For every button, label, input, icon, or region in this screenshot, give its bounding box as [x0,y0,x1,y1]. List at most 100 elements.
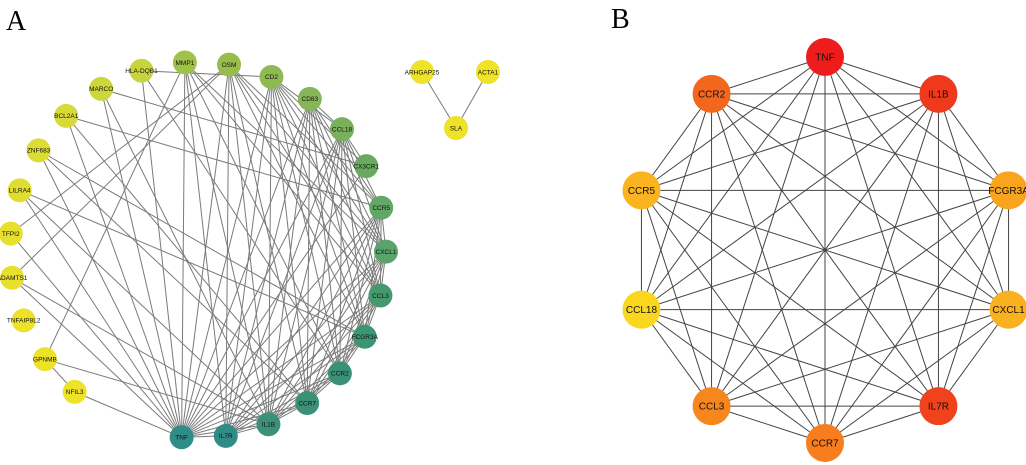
edge-ccr5-cd2 [271,76,382,209]
node-label: FCGR3A [352,334,379,341]
edge-il1b-ccl18 [267,129,343,425]
node-circle [172,50,197,75]
edge-ccr7-ccl3 [711,405,826,444]
edge-tnf-tfpi2 [10,233,182,438]
node-circle [129,58,154,83]
node-ccr5[interactable]: CCR5 [622,171,661,210]
node-nfil3[interactable]: NFIL3 [62,379,87,404]
node-label: ADAMTS1 [0,275,28,282]
edge-tnf-lilra4 [19,190,183,438]
node-circle [354,154,379,179]
node-cxcl1[interactable]: CXCL1 [373,239,398,264]
node-circle [259,64,284,89]
node-label: CCL3 [699,402,725,413]
node-ccr7[interactable]: CCR7 [295,391,320,416]
edge-fcgr3a-osm [228,64,366,338]
node-ccr2[interactable]: CCR2 [692,74,731,113]
node-osm[interactable]: OSM [217,52,242,77]
node-label: LILRA4 [9,188,31,195]
node-gpnmb[interactable]: GPNMB [32,347,57,372]
edge-tnf-hla-dqb1 [140,70,183,438]
node-label: CCL18 [332,126,353,133]
node-circle [622,290,661,329]
edge-cxcl1-osm [228,64,387,252]
node-circle [32,347,57,372]
node-circle [213,423,238,448]
node-label: MMP1 [175,60,194,67]
edge-ccr7-ccr2 [711,93,826,444]
edge-osm-tfpi2 [10,64,230,235]
node-ccl18[interactable]: CCL18 [622,290,661,329]
edge-il7r-ccl18 [641,309,939,407]
edge-ccl3-ccr5 [640,190,713,407]
node-arhgap25[interactable]: ARHGAP25 [405,60,440,84]
node-cd83[interactable]: CD83 [297,86,322,111]
edge-il1b-fcgr3a [938,93,1009,191]
node-acta1[interactable]: ACTA1 [476,60,500,84]
node-il1b[interactable]: IL1B [256,412,281,437]
node-circle [622,171,661,210]
node-tfpi2[interactable]: TFPI2 [0,221,23,246]
node-ccl3[interactable]: CCL3 [368,283,393,308]
node-circle [919,74,958,113]
node-adamts1[interactable]: ADAMTS1 [0,265,28,290]
panel-a-network: TNF IL7R IL1B CCR7 CCR2 FCGR3A CCL3 CXCL1 CCR5 CX… [0,50,500,450]
node-ccr2[interactable]: CCR2 [327,361,352,386]
node-circle [217,52,242,77]
edge-tnf-ccl18 [641,56,826,310]
node-circle [0,265,25,290]
edge-cxcl1-mmp1 [184,62,387,253]
node-label: CCR2 [331,371,349,378]
node-marco[interactable]: MARCO [89,76,113,101]
node-circle [295,391,320,416]
node-il7r[interactable]: IL7R [213,423,238,448]
edge-tnf-znf683 [38,150,183,438]
node-tnf[interactable]: TNF [169,425,194,450]
node-ccr7[interactable]: CCR7 [806,424,844,462]
node-il1b[interactable]: IL1B [919,74,958,113]
edge-cx3cr1-cd2 [271,76,367,167]
node-lilra4[interactable]: LILRA4 [7,178,32,203]
panel-a-label: A [6,6,27,37]
node-sla[interactable]: SLA [444,116,468,140]
node-label: CCR5 [628,186,656,197]
edge-il7r-ccr2 [225,372,341,437]
edge-ccr5-osm [228,64,382,209]
edge-il1b-gpnmb [44,358,269,425]
node-cx3cr1[interactable]: CX3CR1 [353,154,379,179]
node-label: CCL18 [626,305,658,316]
node-il7r[interactable]: IL7R [919,387,958,426]
node-tnf[interactable]: TNF [806,38,844,76]
edge-osm-adamts1 [11,64,230,279]
node-ccr5[interactable]: CCR5 [369,195,394,220]
edge-tnf-cd2 [181,76,272,438]
node-fcgr3a[interactable]: FCGR3A [988,171,1026,210]
node-ccl18[interactable]: CCL18 [330,117,355,142]
edge-fcgr3a-ccr7 [824,190,1009,444]
node-mmp1[interactable]: MMP1 [172,50,197,75]
node-znf683[interactable]: ZNF683 [26,138,51,163]
node-fcgr3a[interactable]: FCGR3A [352,324,379,349]
edge-tnf-cxcl1 [824,56,1009,310]
node-cd2[interactable]: CD2 [259,64,284,89]
edge-cx3cr1-marco [101,88,367,167]
node-label: TNFAIP8L2 [7,318,41,325]
node-cxcl1[interactable]: CXCL1 [989,290,1026,329]
node-label: TFPI2 [2,231,20,238]
edge-fcgr3a-cd2 [270,76,366,337]
node-ccl3[interactable]: CCL3 [692,387,731,426]
edge-fcgr3a-lilra4 [19,189,365,338]
edge-il1b-osm [228,64,269,425]
panel-a-nodes: TNF IL7R IL1B CCR7 CCR2 FCGR3A CCL3 CXCL1 CCR5 CX… [0,50,500,450]
node-circle [169,425,194,450]
node-label: CXCL1 [992,305,1025,316]
node-label: CX3CR1 [353,163,379,170]
node-hla-dqb1[interactable]: HLA-DQB1 [125,58,158,83]
node-label: CCR7 [811,439,839,450]
node-bcl2a1[interactable]: BCL2A1 [54,103,79,128]
edge-ccl3-osm [228,64,381,296]
node-tnfaip8l2[interactable]: TNFAIP8L2 [7,308,41,333]
edge-tnf-nfil3 [74,391,182,438]
edge-fcgr3a-znf683 [38,149,366,338]
